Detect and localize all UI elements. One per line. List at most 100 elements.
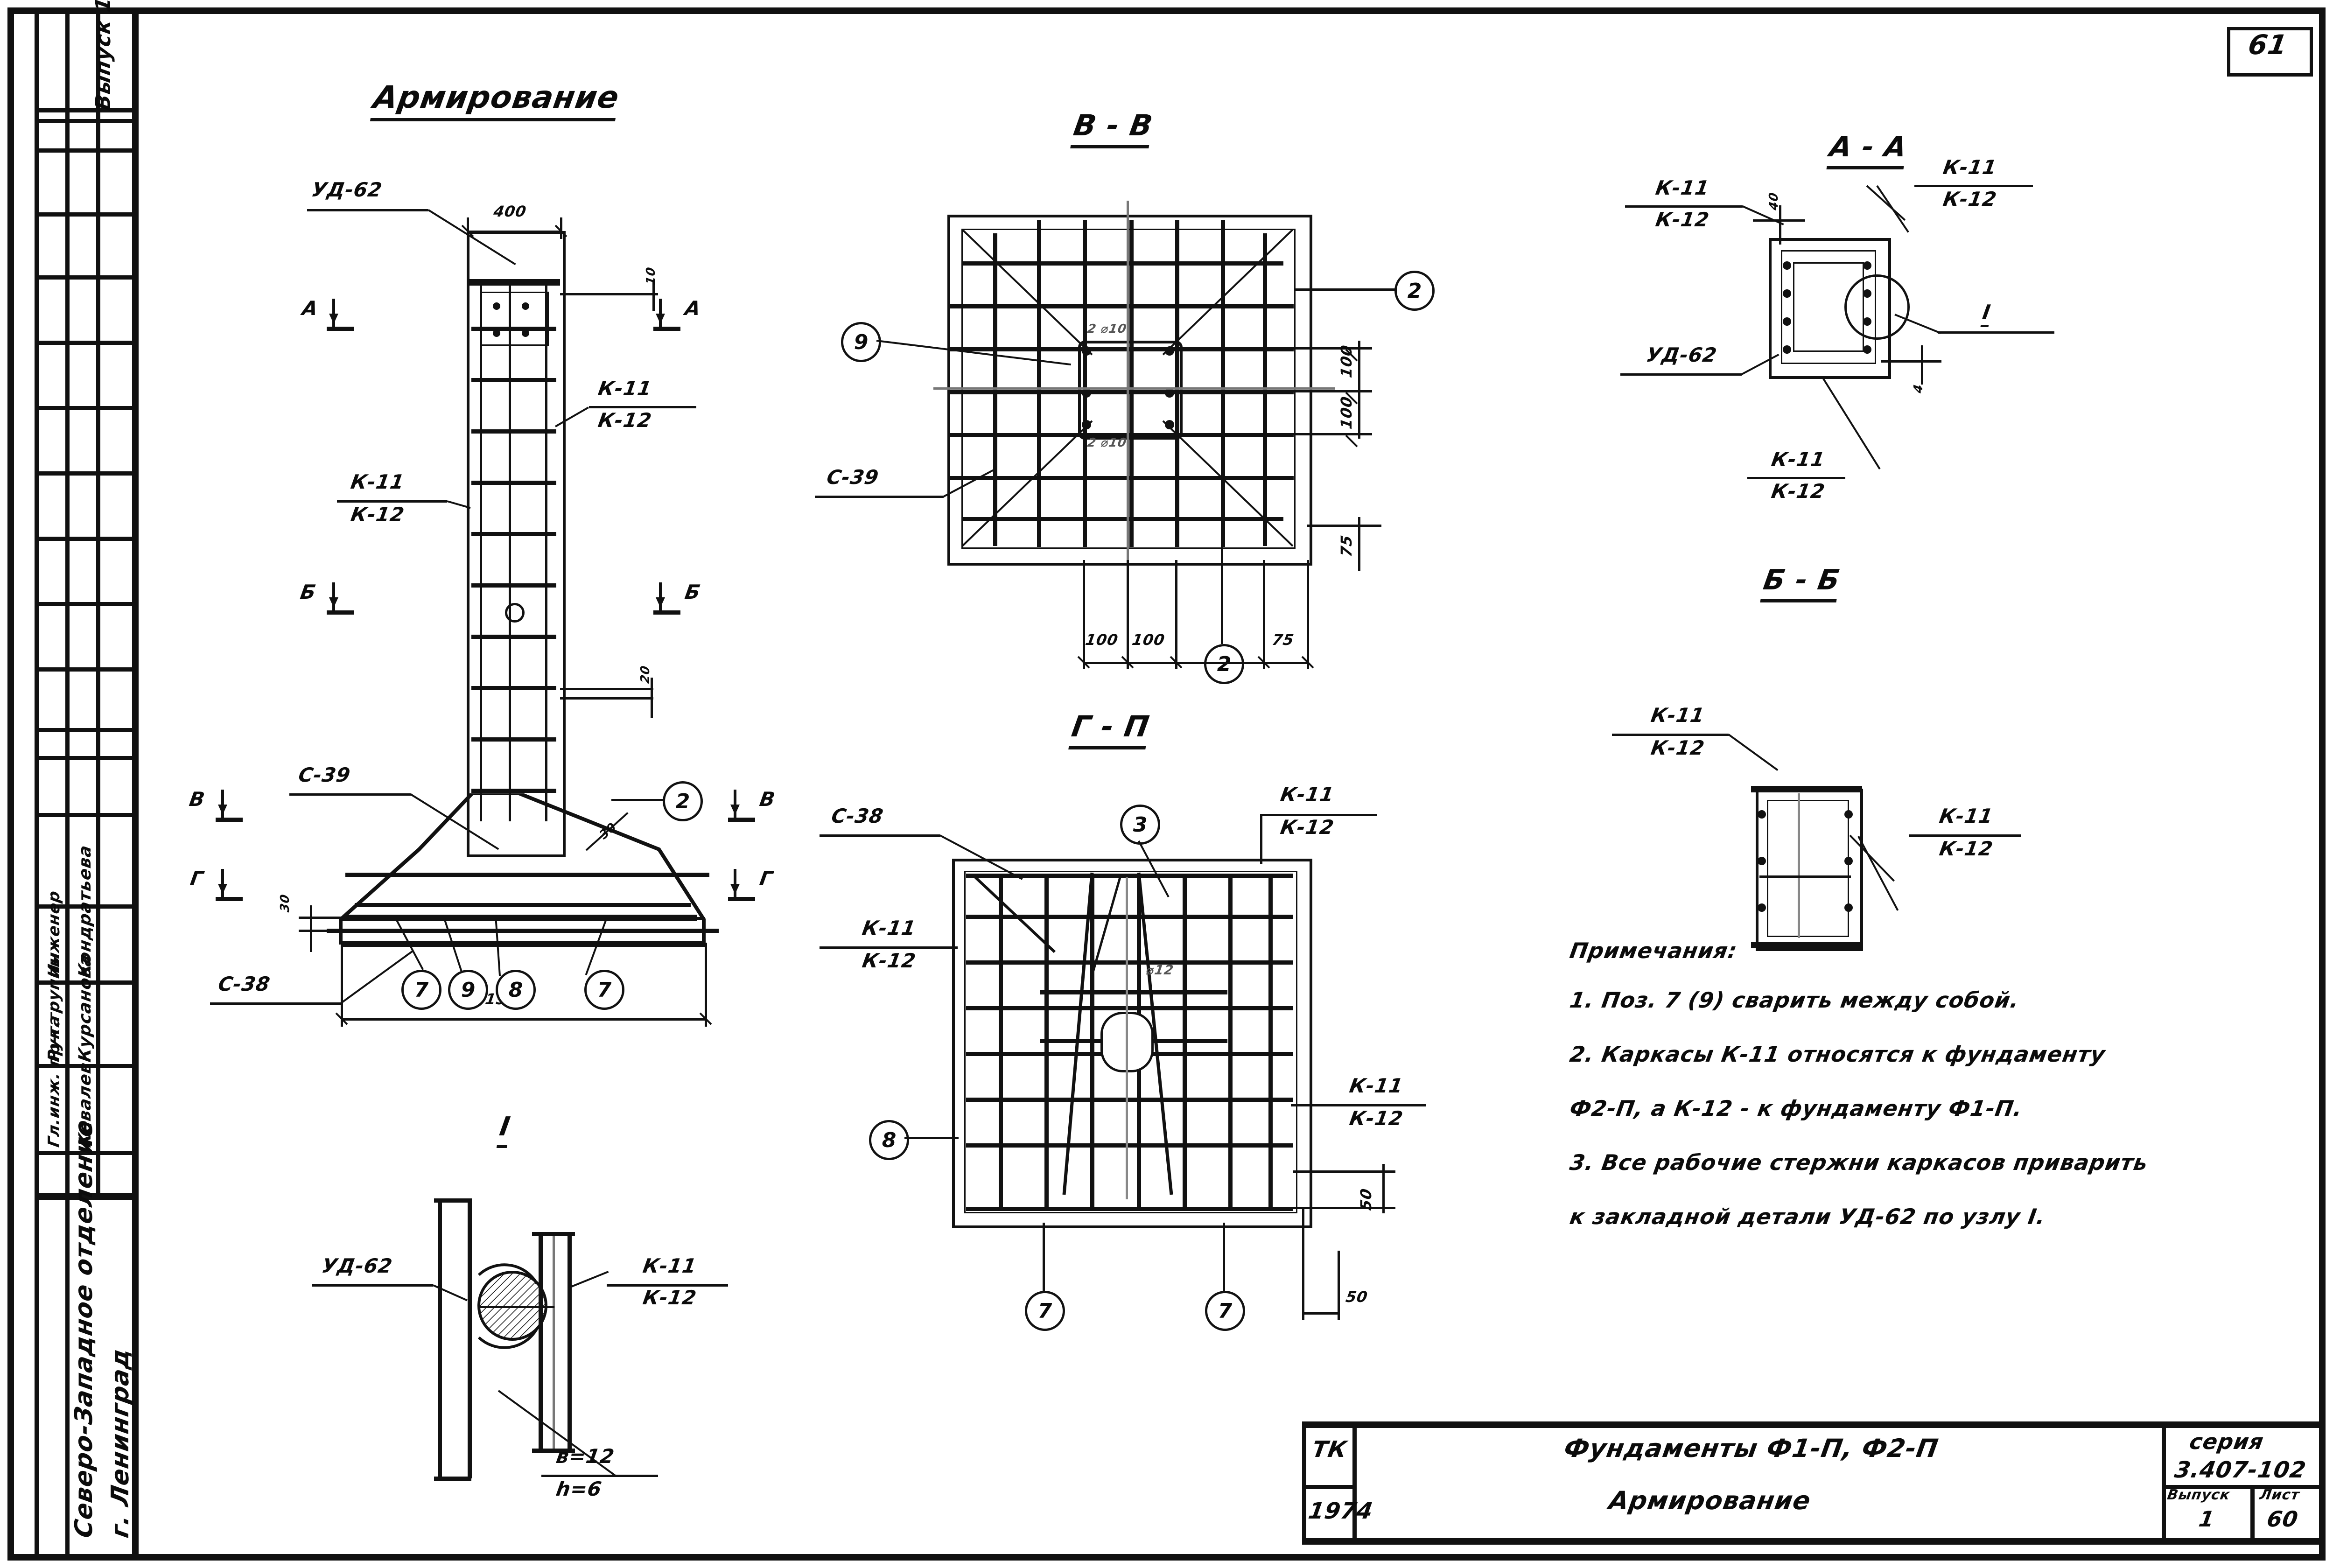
bb-bar-dot — [1758, 810, 1766, 819]
gg-mesh-h — [966, 1207, 1293, 1211]
vv-bar-dot — [1165, 346, 1174, 356]
aa-ud62-leader — [1620, 373, 1742, 376]
gg-k-topright-leader — [1260, 814, 1377, 816]
aa-dim-40-line — [1753, 219, 1805, 222]
bb-top-bar — [1751, 786, 1862, 792]
gg-dim-ext — [1293, 1170, 1395, 1173]
balloon-7-gg-right: 7 — [1205, 1291, 1245, 1331]
vv-dim-ext-r — [1260, 347, 1372, 350]
aa-k-topright-leader-d — [1866, 185, 1906, 221]
balloon-3-gg: 3 — [1120, 805, 1160, 845]
section-label-B-left: Б — [299, 581, 318, 603]
vv-s39-leader — [815, 496, 944, 498]
vv-mesh-h — [948, 304, 1294, 308]
sig-rule — [35, 904, 135, 909]
vv-mesh-h — [948, 433, 1294, 437]
margin-col-1 — [35, 7, 39, 1554]
gg-rebar-note: ⌀12 — [1145, 962, 1175, 978]
aa-dim-ext-r — [1881, 360, 1941, 363]
stirrup — [471, 583, 556, 588]
gg-k12-left: К-12 — [861, 949, 918, 972]
bb-title: Б - Б — [1760, 564, 1843, 602]
note-item-2: Ф2-П, а К-12 - к фундаменту Ф1-П. — [1568, 1096, 2025, 1121]
sig-rule — [35, 756, 135, 760]
margin-rule — [35, 406, 135, 410]
vv-mesh-v — [1037, 220, 1041, 547]
gg-dim-line-1 — [1382, 1164, 1385, 1213]
vv-bar-dot — [1082, 346, 1091, 356]
aa-k11-bottom: К-11 — [1770, 448, 1827, 471]
tb-v2 — [2162, 1421, 2166, 1538]
aa-k-left-leader — [1625, 205, 1743, 208]
aa-dim-4-line — [1921, 345, 1923, 385]
aa-k12-bottom: К-12 — [1770, 480, 1827, 503]
margin-rule — [35, 537, 135, 541]
footing-mesh-bar — [355, 903, 691, 907]
dim-ext — [341, 943, 343, 1027]
dim-400-line — [467, 231, 560, 233]
bb-bar-dot — [1758, 903, 1766, 912]
tb-bottom-line — [1302, 1538, 2319, 1545]
bb-midbar — [1759, 875, 1851, 878]
footing-main-bar — [343, 915, 697, 921]
lifting-hole — [505, 603, 525, 623]
note-item-1: 2. Каркасы К-11 относятся к фундаменту — [1568, 1042, 2108, 1067]
sig-rule — [35, 980, 135, 985]
aa-bar-dot — [1783, 261, 1791, 270]
balloon-2-vv-leader — [1295, 288, 1395, 291]
gg-bar — [1092, 990, 1227, 994]
gg-k11-right: К-11 — [1348, 1074, 1405, 1097]
tb-v1 — [1352, 1421, 1357, 1538]
aa-bar-dot — [1863, 345, 1871, 354]
tb-title-line1: Фундаменты Ф1-П, Ф2-П — [1562, 1434, 1941, 1463]
issue-year: Выпуск 1974г. — [91, 0, 115, 112]
gg-mesh-v — [1268, 874, 1273, 1208]
bb-k11-right: К-11 — [1938, 805, 1995, 827]
note-item-3: 3. Все рабочие стержни каркасов приварит… — [1568, 1150, 2150, 1175]
gg-mesh-h — [966, 960, 1293, 965]
balloon-7-gg-right-leader — [1223, 1223, 1225, 1291]
vv-dim-ext-r — [1260, 390, 1372, 392]
vv-mesh-h — [948, 390, 1294, 394]
gg-mesh-h — [966, 915, 1293, 919]
gg-title: Г - П — [1068, 709, 1152, 749]
elevation-s38-label: С-38 — [217, 973, 272, 995]
tb-h-series — [2162, 1485, 2319, 1489]
vv-rebar-note-top: 2 ⌀10 — [1086, 322, 1128, 336]
stirrup — [471, 378, 556, 382]
aa-k12-topright: К-12 — [1941, 188, 1999, 210]
balloon-2-leader — [611, 799, 663, 801]
elevation-title: Армирование — [370, 79, 622, 121]
stirrup — [471, 481, 556, 485]
margin-rule — [35, 148, 135, 153]
vv-dim-ext — [1175, 560, 1177, 669]
detail-ud62-label: УД-62 — [320, 1254, 394, 1277]
vv-mesh-v — [1263, 233, 1267, 546]
gg-s38-leader — [820, 834, 940, 837]
elevation-k12-left: К-12 — [349, 503, 406, 526]
balloon-2-vv-bot-leader — [1221, 547, 1223, 644]
vv-mesh-v — [1221, 220, 1225, 547]
footing-mesh-bar — [345, 873, 523, 877]
detail-ud62-leader — [312, 1284, 433, 1287]
bb-k-left-leader-d — [1728, 734, 1779, 771]
balloon-7-gg-left: 7 — [1025, 1291, 1065, 1331]
aa-detail-callout: I — [1980, 301, 1993, 327]
margin-rule — [35, 471, 135, 476]
k-left-leader-h — [337, 500, 447, 503]
dim-ext — [652, 280, 655, 311]
stirrup — [471, 532, 556, 536]
gg-mesh-h — [966, 1006, 1293, 1010]
elevation-dim-cover-top: 10 — [644, 266, 658, 286]
dim-30-line — [299, 917, 355, 919]
note-item-0: 1. Поз. 7 (9) сварить между собой. — [1568, 987, 2021, 1013]
detail-k-leader — [607, 1284, 728, 1287]
aa-k11-topright: К-11 — [1941, 156, 1999, 179]
sig-rule-bottom — [35, 1193, 135, 1200]
cage-bar — [545, 280, 547, 821]
stirrup — [471, 429, 556, 434]
aa-bar-dot — [1863, 261, 1871, 270]
gg-inner-outline — [964, 871, 1297, 1213]
aa-k-topright-leader — [1914, 185, 2033, 187]
dim-tick — [1345, 434, 1358, 448]
